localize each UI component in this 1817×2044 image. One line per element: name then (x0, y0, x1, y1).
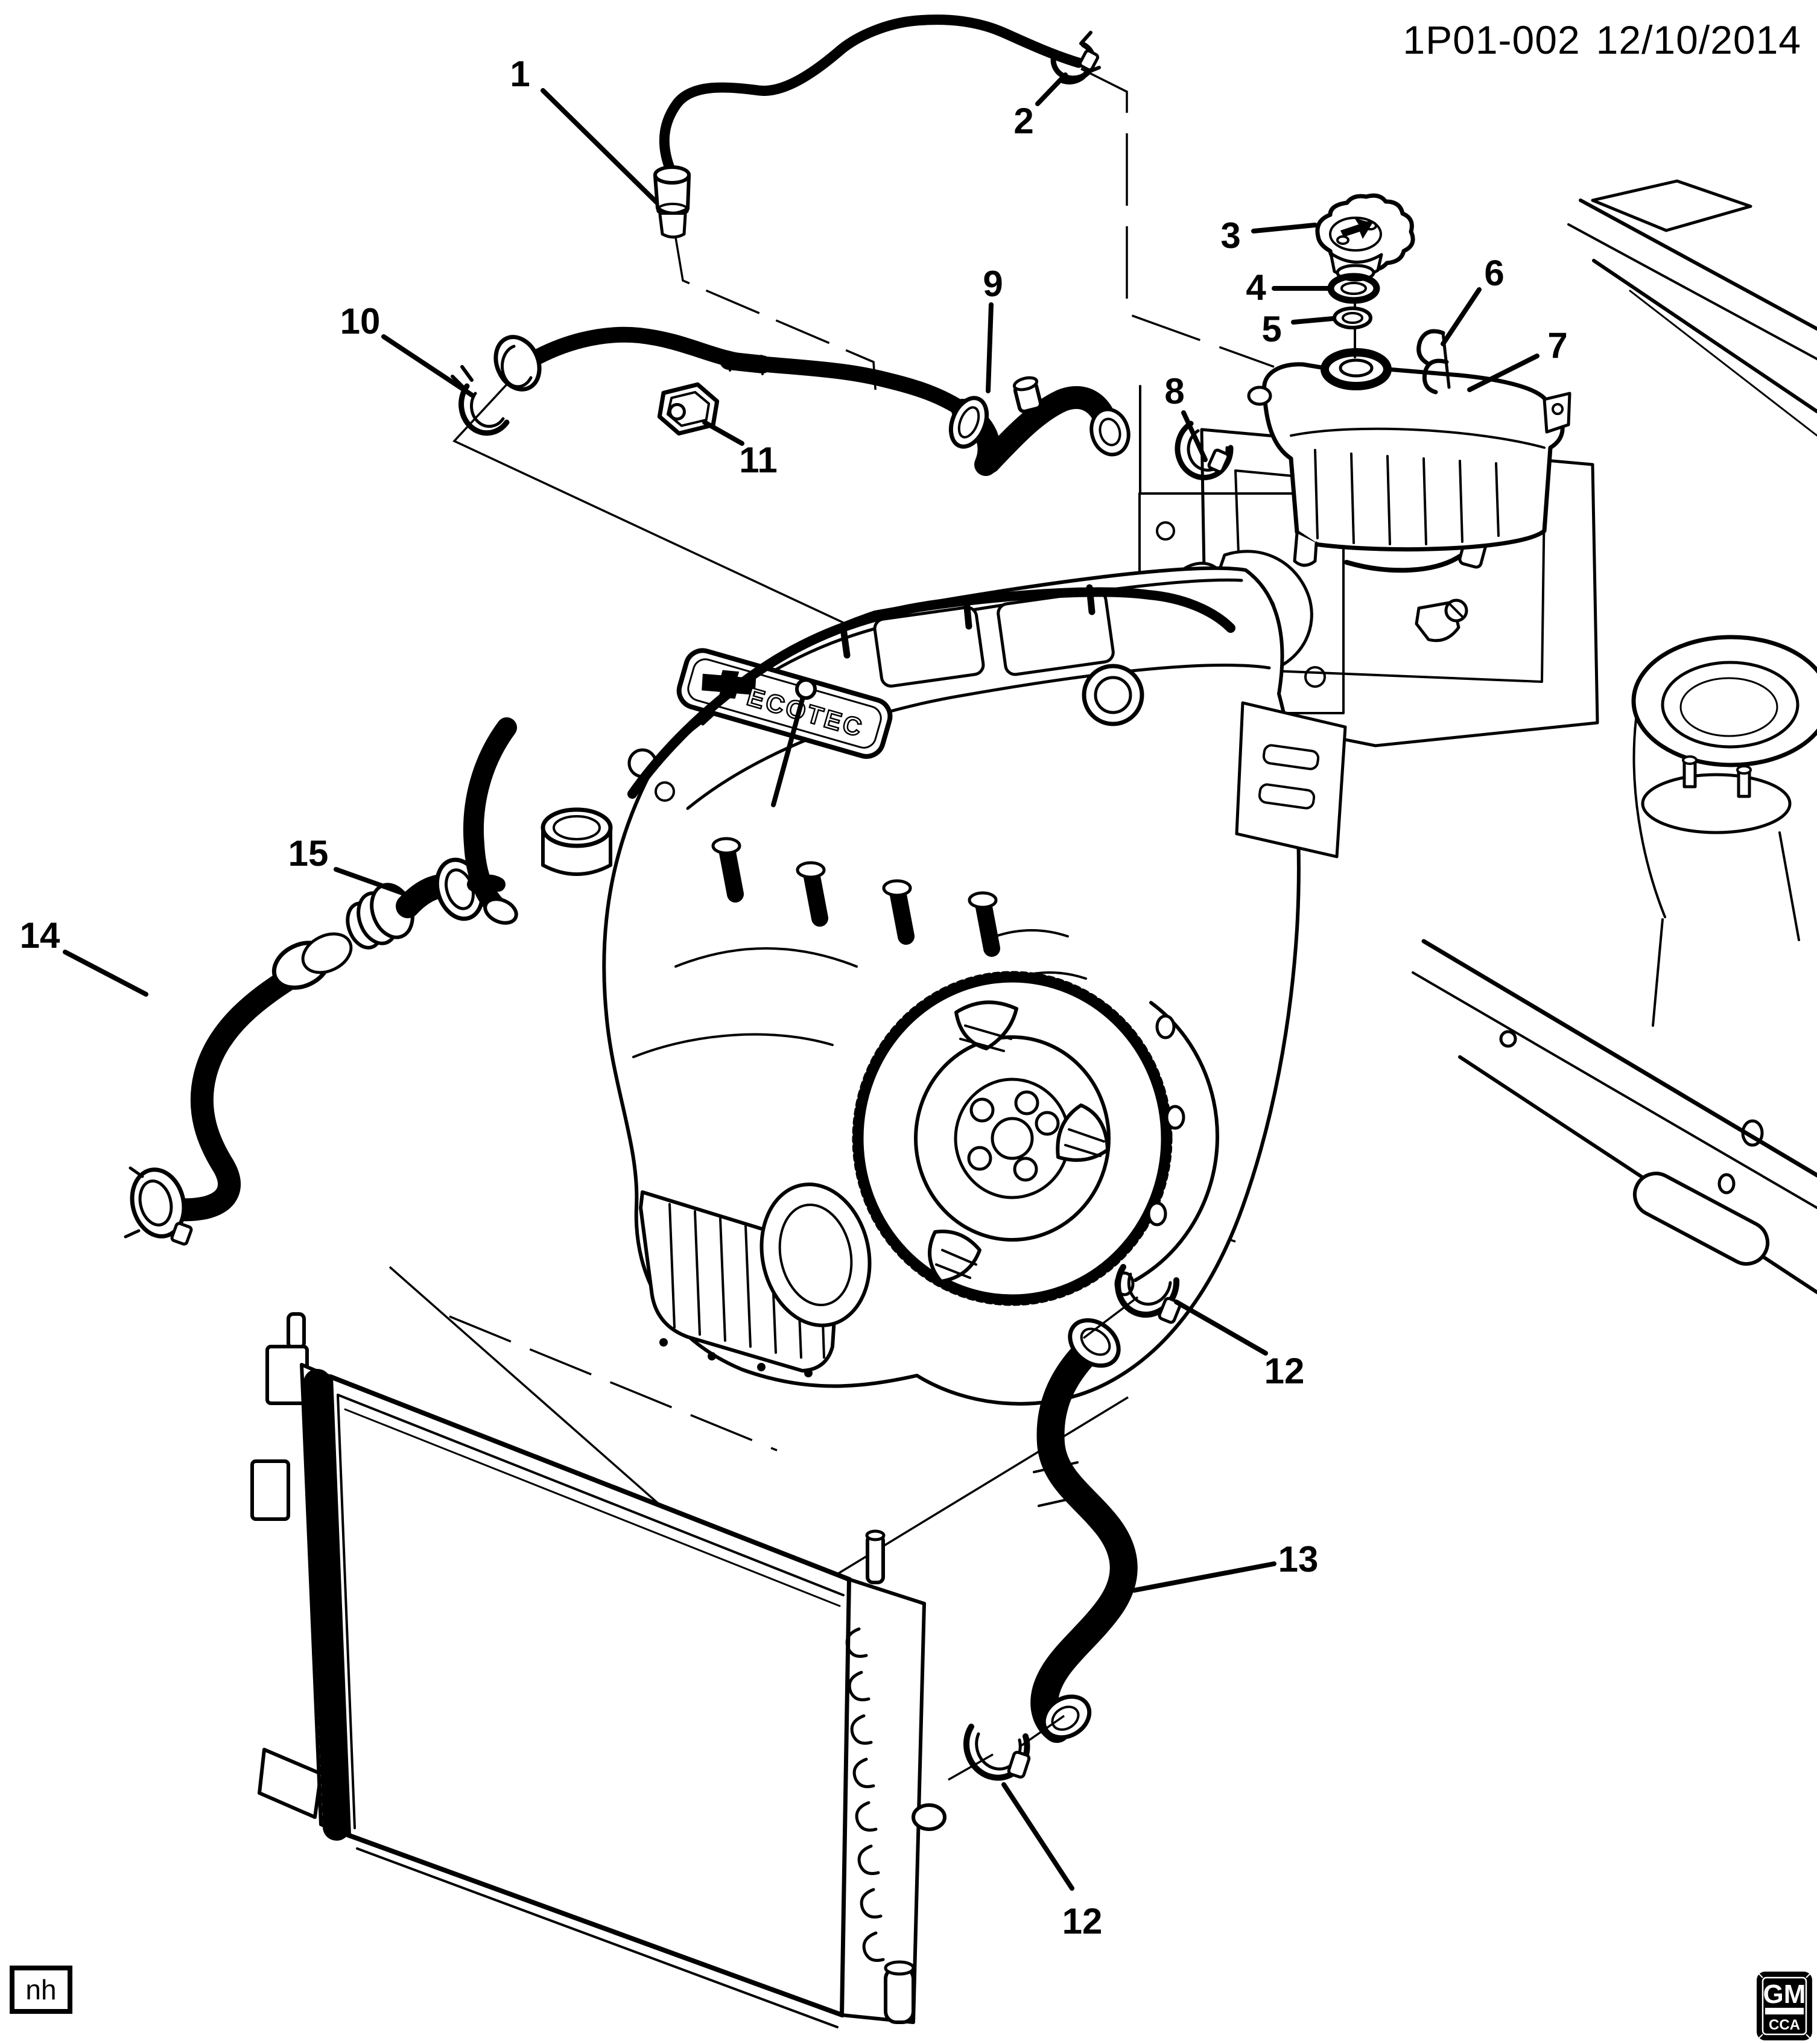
body-structure (1412, 179, 1817, 1294)
engine-badge: ECOTEC (676, 648, 893, 759)
author-initials: nh (25, 1974, 57, 2005)
radiator-outlet-hose-13 (948, 1264, 1182, 1781)
callout-leader-10 (381, 334, 475, 398)
chevrolet-bowtie-icon (702, 670, 756, 699)
gm-logo-text: GM (1763, 1979, 1806, 2009)
callout-leader-13 (1132, 1561, 1276, 1593)
gm-logo-subtext: CCA (1769, 2017, 1800, 2033)
callout-leader-7 (1467, 354, 1540, 392)
callout-9: 9 (983, 264, 1003, 304)
radiator-inlet-hose-14 (124, 857, 506, 1246)
callout-leader-11 (702, 420, 744, 446)
vent-hose-1 (653, 14, 1101, 239)
callout-leader-15 (334, 867, 416, 900)
hose-1-fitting (653, 165, 691, 239)
callout-12: 12 (1062, 1901, 1103, 1941)
clamp-12-upper (1115, 1264, 1182, 1324)
callout-leader-1 (541, 88, 659, 205)
heater-hose-9 (451, 326, 1234, 481)
callout-5: 5 (1261, 309, 1281, 349)
clamp-12-lower (948, 1724, 1031, 1781)
seal-washer-5 (1333, 306, 1372, 329)
callout-leader-6 (1441, 287, 1482, 346)
hose-14-end-clamp (124, 1166, 193, 1246)
clamp-2 (1050, 31, 1101, 84)
ignition-coils (711, 837, 1000, 957)
callout-leader-9 (986, 302, 994, 393)
author-initials-box: nh (10, 1966, 72, 2014)
callout-15: 15 (288, 833, 329, 874)
flywheel (852, 971, 1173, 1306)
hose-9-outlet-end (1089, 407, 1130, 457)
callout-leader-3 (1251, 223, 1318, 233)
callout-leader-12 (1174, 1300, 1268, 1356)
callout-leader-12 (1001, 1782, 1074, 1891)
drawing-date: 12/10/2014 (1596, 17, 1801, 62)
callout-4: 4 (1246, 267, 1266, 308)
callout-leader-8 (1181, 410, 1208, 462)
strut-studs (1682, 755, 1752, 798)
radiator (250, 1312, 947, 2028)
callout-11: 11 (739, 440, 777, 480)
callout-14: 14 (20, 915, 60, 956)
callout-8: 8 (1164, 371, 1184, 411)
coolant-reservoir (1247, 193, 1571, 567)
callout-leader-14 (63, 950, 148, 997)
engine-assembly: ECOTEC (463, 566, 1347, 1406)
clamp-8 (1175, 421, 1234, 481)
callout-3: 3 (1220, 215, 1240, 256)
clamp-10 (451, 365, 510, 436)
callout-2: 2 (1013, 101, 1033, 141)
gm-logo: GM CCA (1756, 1971, 1813, 2041)
drawing-header: 1P01-002 12/10/2014 (1387, 17, 1801, 63)
callout-1: 1 (510, 54, 530, 94)
callout-10: 10 (340, 301, 381, 341)
callout-12: 12 (1264, 1351, 1305, 1391)
reservoir-cap (1315, 193, 1415, 282)
callout-leader-2 (1035, 72, 1068, 106)
callout-leader-5 (1291, 316, 1336, 325)
callout-7: 7 (1547, 325, 1567, 366)
callout-6: 6 (1484, 253, 1504, 293)
callout-13: 13 (1278, 1539, 1319, 1579)
drawing-number: 1P01-002 (1403, 17, 1581, 62)
